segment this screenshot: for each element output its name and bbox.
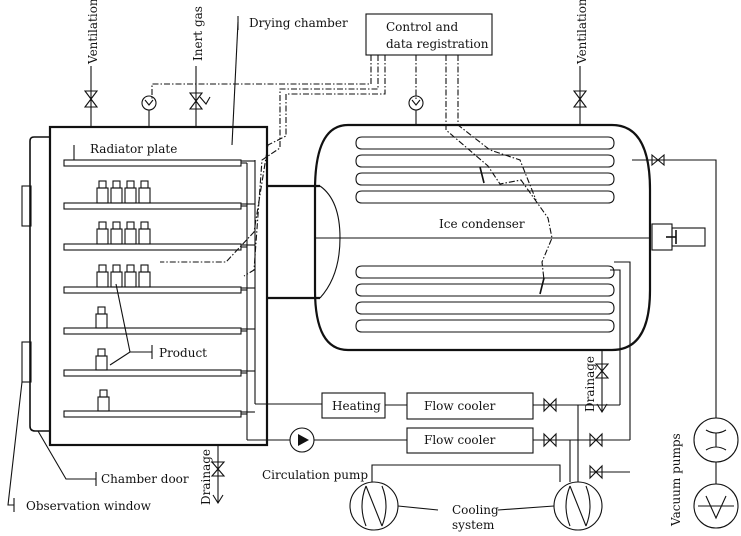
inert-gas-label: Inert gas [191, 6, 205, 61]
drying-chamber-leader [231, 16, 239, 146]
drainage-left-label: Drainage [199, 449, 213, 505]
radiator-plate [63, 202, 242, 210]
valve-icon [651, 153, 665, 167]
drainage-right-label: Drainage [583, 356, 597, 412]
control-label-line2: data registration [386, 37, 489, 51]
radiator-plate [63, 243, 242, 251]
condenser-coil-bottom [355, 265, 615, 333]
vial-icon [97, 389, 110, 412]
vial-icon [110, 180, 123, 204]
door-hinge-bottom [21, 341, 32, 383]
condenser-drain [594, 350, 610, 414]
valve-icon [543, 397, 557, 413]
vacuum-line [632, 153, 739, 529]
radiator-plate [63, 410, 242, 418]
chamber-door-label: Chamber door [101, 472, 189, 486]
control-box: Control and data registration [365, 13, 493, 56]
circulation-pump-label: Circulation pump [262, 468, 368, 482]
vial-icon [96, 221, 109, 245]
vial-icon [96, 180, 109, 204]
radiator-plates [63, 159, 242, 418]
radiator-plate [63, 286, 242, 294]
vial-icon [96, 264, 109, 288]
door-hinge-top [21, 185, 32, 227]
valve-icon [589, 464, 603, 480]
vial-icon [95, 306, 108, 329]
vial-icon [124, 221, 137, 245]
flow-cooler-bottom-label: Flow cooler [424, 433, 496, 447]
cooling-system-label-line1: Cooling [452, 503, 499, 517]
vial-icon [124, 264, 137, 288]
heating-box: Heating [321, 392, 386, 419]
vial-icon [95, 348, 108, 371]
valve-icon [594, 363, 610, 379]
control-signal-lines [151, 55, 553, 281]
chamber-drain [210, 445, 226, 505]
top-fittings [83, 66, 588, 127]
condenser-outlet [671, 227, 706, 247]
flow-cooler-top: Flow cooler [406, 392, 534, 420]
valve-icon [589, 432, 603, 448]
valve-icon [543, 432, 557, 448]
condenser-coil-top [355, 136, 615, 204]
gauge-icon [141, 95, 157, 111]
label-leaders [7, 145, 555, 512]
ice-condenser-label: Ice condenser [439, 217, 525, 231]
drying-chamber [21, 125, 269, 447]
control-label-line1: Control and [386, 20, 458, 34]
ventilation-left-label: Ventilation [86, 0, 100, 65]
valve-icon [83, 90, 99, 108]
shelf-manifold [241, 160, 322, 441]
vial-icon [110, 221, 123, 245]
cooling-system-label-line2: system [452, 518, 495, 532]
vapour-duct [267, 184, 320, 300]
circuit-lines [314, 261, 631, 482]
observation-window-label: Observation window [26, 499, 152, 513]
heating-label: Heating [332, 399, 381, 413]
circulation-pump-icon [289, 427, 315, 453]
valve-icon [572, 90, 588, 108]
product-label: Product [159, 346, 207, 360]
vial-icon [138, 264, 151, 288]
radiator-plate-label: Radiator plate [90, 142, 177, 156]
vial-icon [138, 180, 151, 204]
radiator-plate [63, 159, 242, 167]
vial-icon [138, 221, 151, 245]
radiator-plate [63, 369, 242, 377]
ventilation-right-label: Ventilation [575, 0, 589, 65]
gauge-icon [408, 95, 424, 111]
flow-cooler-bottom: Flow cooler [406, 427, 534, 454]
vial-icon [124, 180, 137, 204]
radiator-plate [63, 327, 242, 335]
vial-icon [110, 264, 123, 288]
product-vials [95, 180, 151, 412]
valve-icon [188, 92, 204, 110]
diagram-labels: Ventilation Inert gas Drying chamber Ven… [26, 0, 683, 532]
valve-icon [210, 461, 226, 477]
drying-chamber-label: Drying chamber [249, 16, 348, 30]
flow-cooler-top-label: Flow cooler [424, 399, 496, 413]
ice-condenser [313, 123, 706, 352]
vacuum-pumps-label: Vacuum pumps [669, 433, 683, 527]
